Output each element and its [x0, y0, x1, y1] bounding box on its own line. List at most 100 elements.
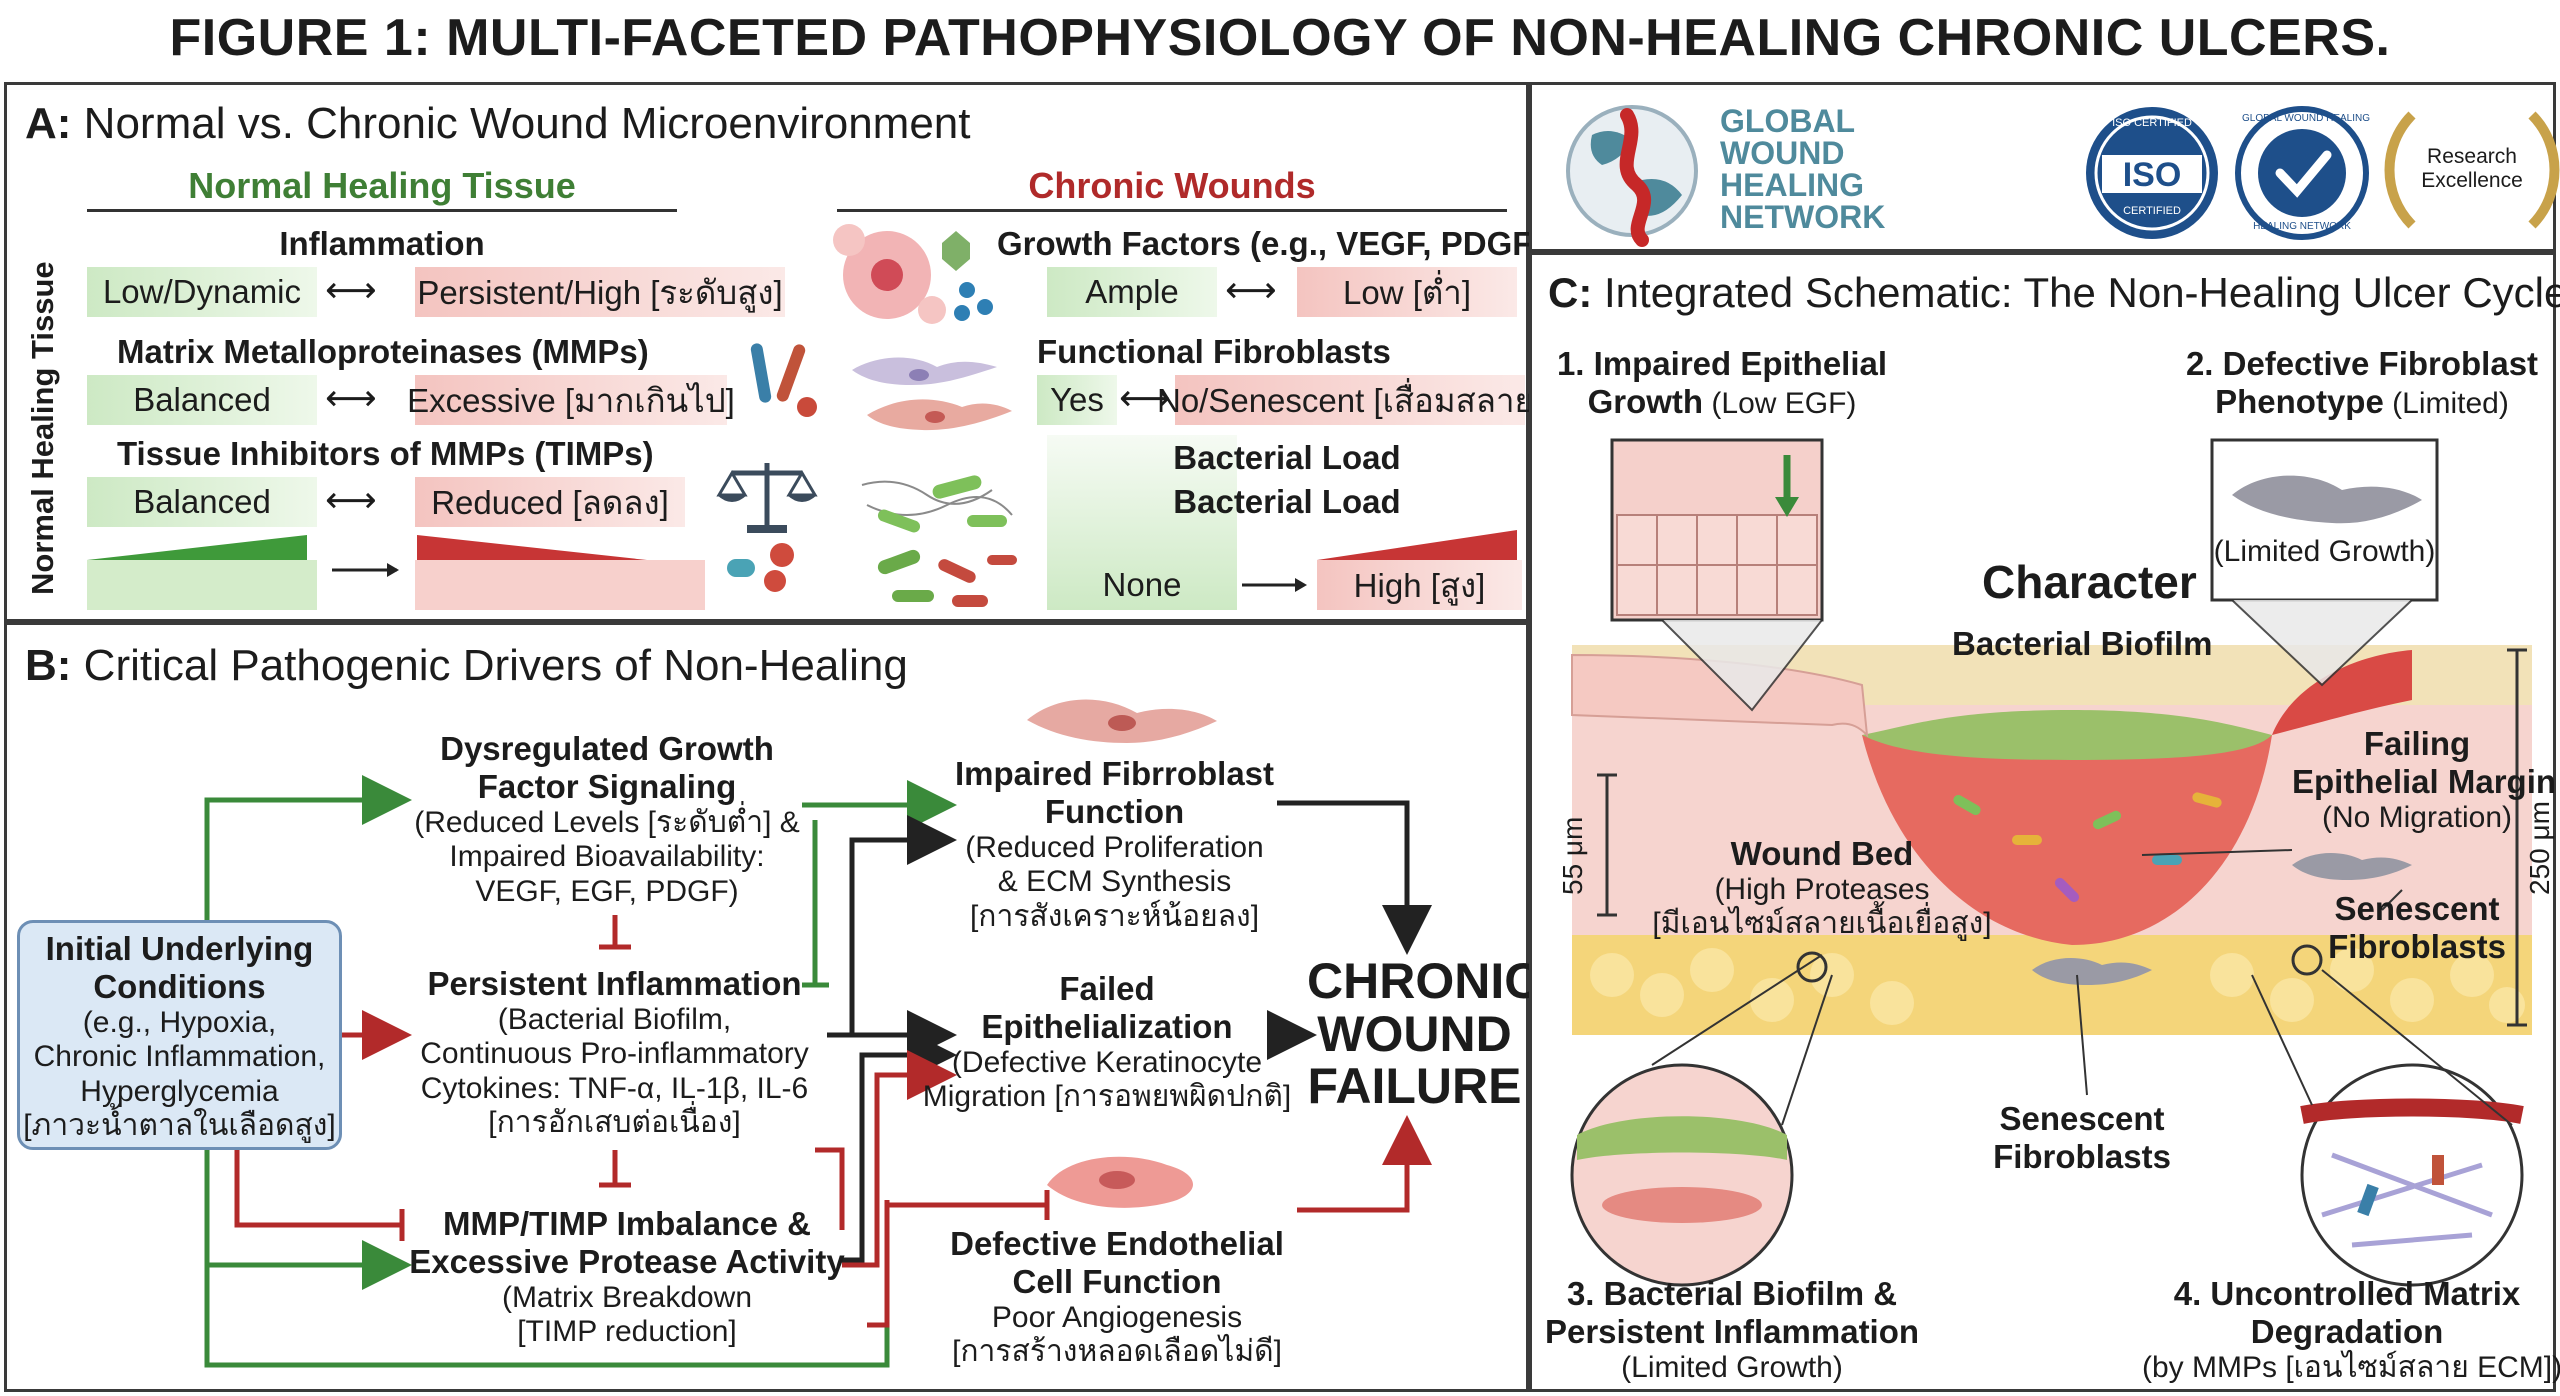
fibroblast-cells-icon	[852, 357, 1012, 431]
row-fibroblast-arrow: ⟷	[1119, 377, 1171, 418]
initial-conditions-box	[17, 920, 342, 1150]
row-bacterial-normal: None	[1102, 566, 1182, 603]
row-fibroblast-normal: Yes	[1037, 375, 1117, 425]
row-mmp-normal: Balanced	[87, 375, 317, 425]
row-timp-title: Tissue Inhibitors of MMPs (TIMPs)	[117, 435, 654, 472]
c1-title-2: Growth	[1587, 382, 1704, 420]
mmp-line-1: (Matrix Breakdown	[501, 1280, 753, 1314]
bed-title: Wound Bed	[1730, 835, 1914, 872]
failing-title-2: Epithelial Margin	[2292, 762, 2557, 800]
growth-line-3: VEGF, EGF, PDGF)	[475, 874, 739, 908]
laurel-award-icon	[2384, 111, 2560, 229]
molecules-icon	[727, 543, 794, 592]
row-inflammation-arrow: ⟷	[325, 269, 377, 310]
c4-title-1: 4. Uncontrolled Matrix	[2173, 1275, 2521, 1312]
award-line-1: Research	[2427, 145, 2517, 168]
senescent-mid-2: Fibroblasts	[1993, 1137, 2171, 1175]
node-epithelialization: Failed Epithelialization (Defective Kera…	[912, 970, 1302, 1115]
c2-title-1: 2. Defective Fibroblast	[2185, 345, 2539, 382]
fibro-line-3: [การสังเคราะห์น้อยลง]	[969, 899, 1260, 933]
c4-note: (by MMPs [เอนไซม์สลาย ECM])	[2142, 1350, 2560, 1384]
growth-line-2: Impaired Bioavailability:	[449, 840, 765, 874]
c4-title-2: Degradation	[2250, 1312, 2444, 1350]
c2-title-2: Phenotype	[2215, 382, 2384, 420]
bacterial-normal-bg	[1047, 435, 1237, 610]
network-seal-icon	[2235, 106, 2369, 240]
cell-cluster-icon	[833, 224, 993, 324]
growth-title-1: Dysregulated Growth	[440, 730, 774, 767]
row-growth-chronic: Low [ต่ำ]	[1297, 267, 1517, 317]
c2-inset-text: (Limited Growth)	[2213, 535, 2436, 568]
matrix-fibers	[2321, 1152, 2493, 1248]
c2-label: 2. Defective Fibroblast Phenotype (Limit…	[2172, 345, 2552, 421]
iso-mid-text: ISO	[2122, 156, 2182, 194]
endo-line-2: [การสร้างหลอดเลือดไม่ดี]	[952, 1335, 1282, 1369]
network-line-3: HEALING	[1720, 167, 1864, 203]
initial-title: Initial Underlying Conditions	[45, 930, 314, 1005]
initial-line-4: [ภาวะน้ำตาลในเลือดสูง]	[23, 1109, 336, 1143]
row-timp-chronic: Reduced [ลดลง]	[415, 477, 685, 527]
panel-a-label: A:	[25, 99, 72, 148]
circle-inset-matrix	[2300, 1063, 2524, 1287]
senescent-fibroblast-cell-2	[2032, 958, 2152, 985]
senescent-right-2: Fibroblasts	[2328, 927, 2506, 965]
c3-title-1: 3. Bacterial Biofilm &	[1566, 1275, 1898, 1312]
initial-conditions: Initial Underlying Conditions (e.g., Hyp…	[17, 930, 342, 1144]
bed-line-2: [มีเอนไซม์สลายเนื้อเยื่อสูง]	[1652, 907, 1992, 941]
decrease-wedge-red	[417, 535, 647, 560]
inflam-line-3: Cytokines: TNF-α, IL-1β, IL-6	[420, 1071, 809, 1105]
c3-title-2: Persistent Inflammation	[1544, 1312, 1920, 1350]
inset-fibroblast-cell	[2232, 475, 2422, 524]
network-logo-text: GLOBAL WOUND HEALING NETWORK	[1720, 105, 1885, 233]
mmp-scissors-icon	[750, 343, 817, 417]
panel-a-graphics	[87, 224, 1517, 610]
mmp-title-2: Excessive Protease Activity	[409, 1242, 845, 1280]
network-line-1: GLOBAL	[1720, 103, 1856, 139]
inflam-title: Persistent Inflammation	[427, 965, 802, 1002]
bacterial-load-wedge	[1317, 530, 1517, 560]
row-bacterial-title-2: Bacterial Load	[1173, 483, 1401, 520]
c1-label: 1. Impaired Epithelial Growth (Low EGF)	[1547, 345, 1897, 421]
c3-note: (Limited Growth)	[1621, 1350, 1843, 1384]
c3-label: 3. Bacterial Biofilm & Persistent Inflam…	[1532, 1275, 1932, 1385]
mmp-title-1: MMP/TIMP Imbalance &	[443, 1205, 811, 1242]
panel-c-title: C: Integrated Schematic: The Non-Healing…	[1548, 269, 2560, 317]
bed-line-1: (High Proteases	[1714, 872, 1930, 906]
wedge-red-bg	[415, 560, 705, 610]
node-inflammation: Persistent Inflammation (Bacterial Biofi…	[402, 965, 827, 1141]
outcome-chronic-failure: CHRONIC WOUND FAILURE	[1307, 955, 1540, 1113]
increase-wedge-green	[87, 535, 307, 560]
bacterial-arrow-head	[1295, 578, 1307, 592]
iso-bottom-text: CERTIFIED	[2123, 205, 2181, 217]
inset-1-connector	[1661, 619, 1823, 712]
row-bacterial-title: Bacterial Load	[1173, 439, 1401, 476]
wound-bed-label: Wound Bed (High Proteases [มีเอนไซม์สลาย…	[1632, 835, 2012, 942]
initial-line-1: (e.g., Hypoxia,	[82, 1005, 277, 1039]
normal-header: Normal Healing Tissue	[188, 165, 576, 206]
arrow-mmp-to-epith-red	[842, 1050, 957, 1268]
character-label: Character	[1982, 556, 2197, 608]
row-inflammation-normal: Low/Dynamic	[87, 267, 317, 317]
logo-graphics	[1566, 105, 2560, 247]
biofilm-layer	[1862, 710, 2272, 760]
node-mmp-imbalance: MMP/TIMP Imbalance & Excessive Protease …	[407, 1205, 847, 1350]
panel-a: A: Normal vs. Chronic Wound Microenviron…	[4, 82, 1543, 622]
iso-badge-icon	[2086, 107, 2218, 239]
wound-bacteria	[1953, 792, 2222, 903]
normal-header-rule	[87, 209, 677, 212]
panel-b-arrows	[204, 699, 1432, 1368]
panel-c-heading: Integrated Schematic: The Non-Healing Ul…	[1604, 269, 2560, 316]
bacteria-cluster-icon	[877, 549, 1017, 607]
scales-icon	[716, 463, 818, 533]
senescent-fibroblast-cell	[2292, 853, 2412, 880]
panel-b-title: B: Critical Pathogenic Drivers of Non-He…	[25, 641, 908, 691]
logo-panel: GLOBAL WOUND HEALING NETWORK ISO CERTIFI…	[1529, 82, 2560, 252]
senescent-right-label: Senescent Fibroblasts	[2292, 890, 2542, 966]
wound-bed-area	[1862, 735, 2272, 945]
panel-c: C: Integrated Schematic: The Non-Healing…	[1529, 252, 2560, 1392]
row-growth-title: Growth Factors (e.g., VEGF, PDGF)	[997, 225, 1544, 262]
epith-line-1: (Defective Keratinocyte	[951, 1045, 1263, 1079]
senescent-right-1: Senescent	[2334, 890, 2500, 927]
row-fibroblast-title: Functional Fibroblasts	[1037, 333, 1391, 370]
initial-line-2: Chronic Inflammation,	[33, 1040, 326, 1074]
